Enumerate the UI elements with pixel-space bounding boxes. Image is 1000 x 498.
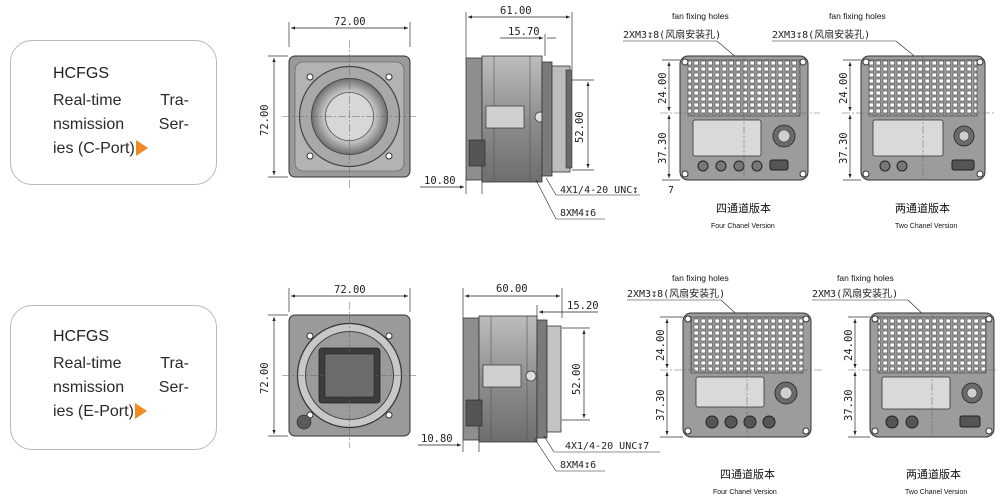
front-view-c: 72.00 72.00 [259, 16, 418, 190]
series-line-3: ies (E-Port) [53, 403, 189, 421]
dim-bottom-label: 37.30 [838, 132, 850, 164]
series-card-c-port: HCFGS Real-time Tra- nsmission Ser- ies … [10, 40, 217, 185]
fan-holes-note: 2XM3↧8(风扇安装孔) [627, 287, 725, 300]
dim-top-label: 24.00 [843, 329, 855, 361]
caption-cn: 两通道版本 [895, 201, 950, 215]
side-height-label: 52.00 [571, 363, 583, 395]
dim-top-label: 24.00 [657, 72, 669, 104]
orange-arrow-icon [135, 140, 148, 156]
dim-bottom-label: 37.30 [843, 389, 855, 421]
caption-en: Two Chanel Version [905, 489, 967, 496]
orange-arrow-icon [134, 403, 147, 419]
caption-en: Two Chanel Version [895, 223, 957, 230]
front-width-label: 72.00 [334, 284, 366, 296]
side-height-label: 52.00 [574, 111, 586, 143]
fan-label: fan fixing holes [672, 273, 729, 283]
series-line-3: ies (C-Port) [53, 140, 189, 158]
series-line-3-text: ies (C-Port) [53, 140, 135, 157]
fan-label: fan fixing holes [837, 273, 894, 283]
series-card-e-port: HCFGS Real-time Tra- nsmission Ser- ies … [10, 305, 217, 450]
front-view-e: 72.00 72.00 [259, 284, 418, 448]
fan-holes-note: 2XM3↧8(风扇安装孔) [772, 28, 870, 41]
series-line-2: nsmission Ser- [53, 379, 189, 396]
fan-holes-note: 2XM3(风扇安装孔) [812, 287, 898, 300]
front-height-label: 72.00 [259, 104, 271, 136]
series-line-1: Real-time Tra- [53, 355, 189, 372]
series-line-1: Real-time Tra- [53, 92, 189, 109]
side-view-c: 61.00 15.70 52.00 10.80 4X1/4-20 UNC↧ 7 … [420, 5, 674, 220]
series-line-2: nsmission Ser- [53, 116, 189, 133]
thread-note-1: 4X1/4-20 UNC↧ [560, 185, 638, 196]
series-title: HCFGS [53, 65, 109, 82]
thread-note-1-extra: 7 [668, 185, 674, 196]
dim-bottom-label: 37.30 [657, 132, 669, 164]
back-view-four-channel-e: fan fixing holes 2XM3↧8(风扇安装孔) 24.00 37.… [627, 273, 822, 496]
thread-note-1: 4X1/4-20 UNC↧7 [565, 441, 649, 452]
back-view-two-channel-e: fan fixing holes 2XM3(风扇安装孔) 24.00 37.30… [812, 273, 998, 496]
side-base-label: 10.80 [421, 433, 453, 445]
side-length-label: 61.00 [500, 5, 532, 17]
dim-top-label: 24.00 [655, 329, 667, 361]
side-offset-label: 15.20 [567, 300, 599, 312]
thread-note-2: 8XM4↧6 [560, 460, 596, 471]
back-view-four-channel-c: fan fixing holes 2XM3↧8(风扇安装孔) 24.00 37.… [623, 11, 820, 230]
side-offset-label: 15.70 [508, 26, 540, 38]
side-view-e: 60.00 15.20 52.00 10.80 4X1/4-20 UNC↧7 8… [418, 283, 660, 472]
back-view-two-channel-c: fan fixing holes 2XM3↧8(风扇安装孔) 24.00 37.… [772, 11, 995, 230]
fan-label: fan fixing holes [829, 11, 886, 21]
series-title: HCFGS [53, 328, 109, 345]
caption-en: Four Chanel Version [711, 223, 775, 230]
caption-cn: 四通道版本 [720, 467, 775, 481]
series-line-3-text: ies (E-Port) [53, 403, 134, 420]
caption-cn: 四通道版本 [716, 201, 771, 215]
dim-bottom-label: 37.30 [655, 389, 667, 421]
side-length-label: 60.00 [496, 283, 528, 295]
thread-note-2: 8XM4↧6 [560, 208, 596, 219]
front-height-label: 72.00 [259, 362, 271, 394]
side-base-label: 10.80 [424, 175, 456, 187]
fan-holes-note: 2XM3↧8(风扇安装孔) [623, 28, 721, 41]
fan-label: fan fixing holes [672, 11, 729, 21]
front-width-label: 72.00 [334, 16, 366, 28]
dim-top-label: 24.00 [838, 72, 850, 104]
caption-en: Four Chanel Version [713, 489, 777, 496]
caption-cn: 两通道版本 [906, 467, 961, 481]
